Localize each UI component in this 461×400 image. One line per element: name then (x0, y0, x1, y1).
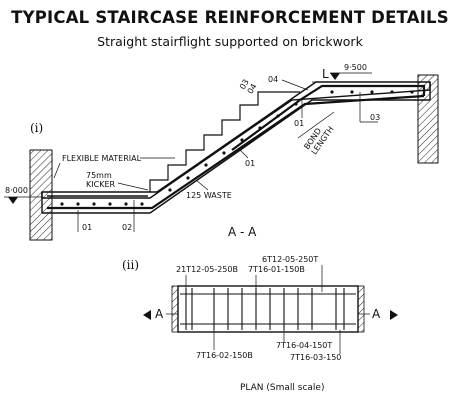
level-high: 9·500 (344, 63, 367, 72)
callout-top-left: 21T12-05-250B (176, 265, 238, 274)
kicker-label: KICKER (86, 180, 115, 189)
plan-drawing: (ii) 21T12-05-250B 6T12-05-250T 7T16-01-… (122, 255, 398, 393)
page-subtitle: Straight stairflight supported on brickw… (97, 34, 363, 49)
plan-caption: PLAN (Small scale) (240, 383, 324, 393)
level-low: 8·000 (5, 186, 28, 195)
bar-mark-01-top: 01 (294, 119, 304, 128)
waste-label: 125 WASTE (186, 191, 232, 200)
level-marker-high-icon (330, 73, 340, 80)
callout-top-mid: 6T12-05-250T (262, 255, 318, 264)
callout-bottom-left: 7T16-02-150B (196, 351, 253, 360)
level-marker-low-icon (8, 197, 18, 204)
plan-marker: (ii) (122, 258, 139, 272)
plan-section-left: A (155, 307, 164, 321)
section-drawing: 8·000 9·500 (i) FLEXIBLE MATERIAL 75mm K… (4, 63, 439, 241)
plan-slab (177, 285, 359, 333)
callout-bottom-right: 7T16-03-150 (290, 353, 341, 362)
right-wall (417, 74, 439, 164)
plan-section-right: A (372, 307, 381, 321)
bar-mark-04-top: 04 (268, 75, 278, 84)
bottom-bars (47, 94, 425, 210)
flexible-material-label: FLEXIBLE MATERIAL (62, 154, 142, 163)
callout-bottom-mid: 7T16-04-150T (276, 341, 332, 350)
callout-top-mid2: 7T16-01-150B (248, 265, 305, 274)
slab-outline (41, 81, 431, 199)
section-marker: (i) (30, 121, 43, 135)
bar-mark-03-top: 03 (370, 113, 380, 122)
section-arrow-left-icon (143, 310, 151, 320)
bar-mark-03-diag: 03 (238, 78, 251, 91)
section-label: A - A (228, 225, 257, 239)
page-title: TYPICAL STAIRCASE REINFORCEMENT DETAILS (11, 8, 449, 27)
bar-mark-01-flight: 01 (245, 159, 255, 168)
length-L-label: L (322, 67, 329, 81)
bar-dots (60, 90, 414, 206)
bar-mark-01-bottom: 01 (82, 223, 92, 232)
bar-mark-02: 02 (122, 223, 132, 232)
section-arrow-right-icon (390, 310, 398, 320)
plan-bars (180, 288, 356, 330)
left-wall (29, 149, 53, 241)
bar-mark-04-diag: 04 (246, 82, 259, 95)
steps-profile (149, 91, 300, 192)
kicker-size-label: 75mm (86, 171, 112, 180)
